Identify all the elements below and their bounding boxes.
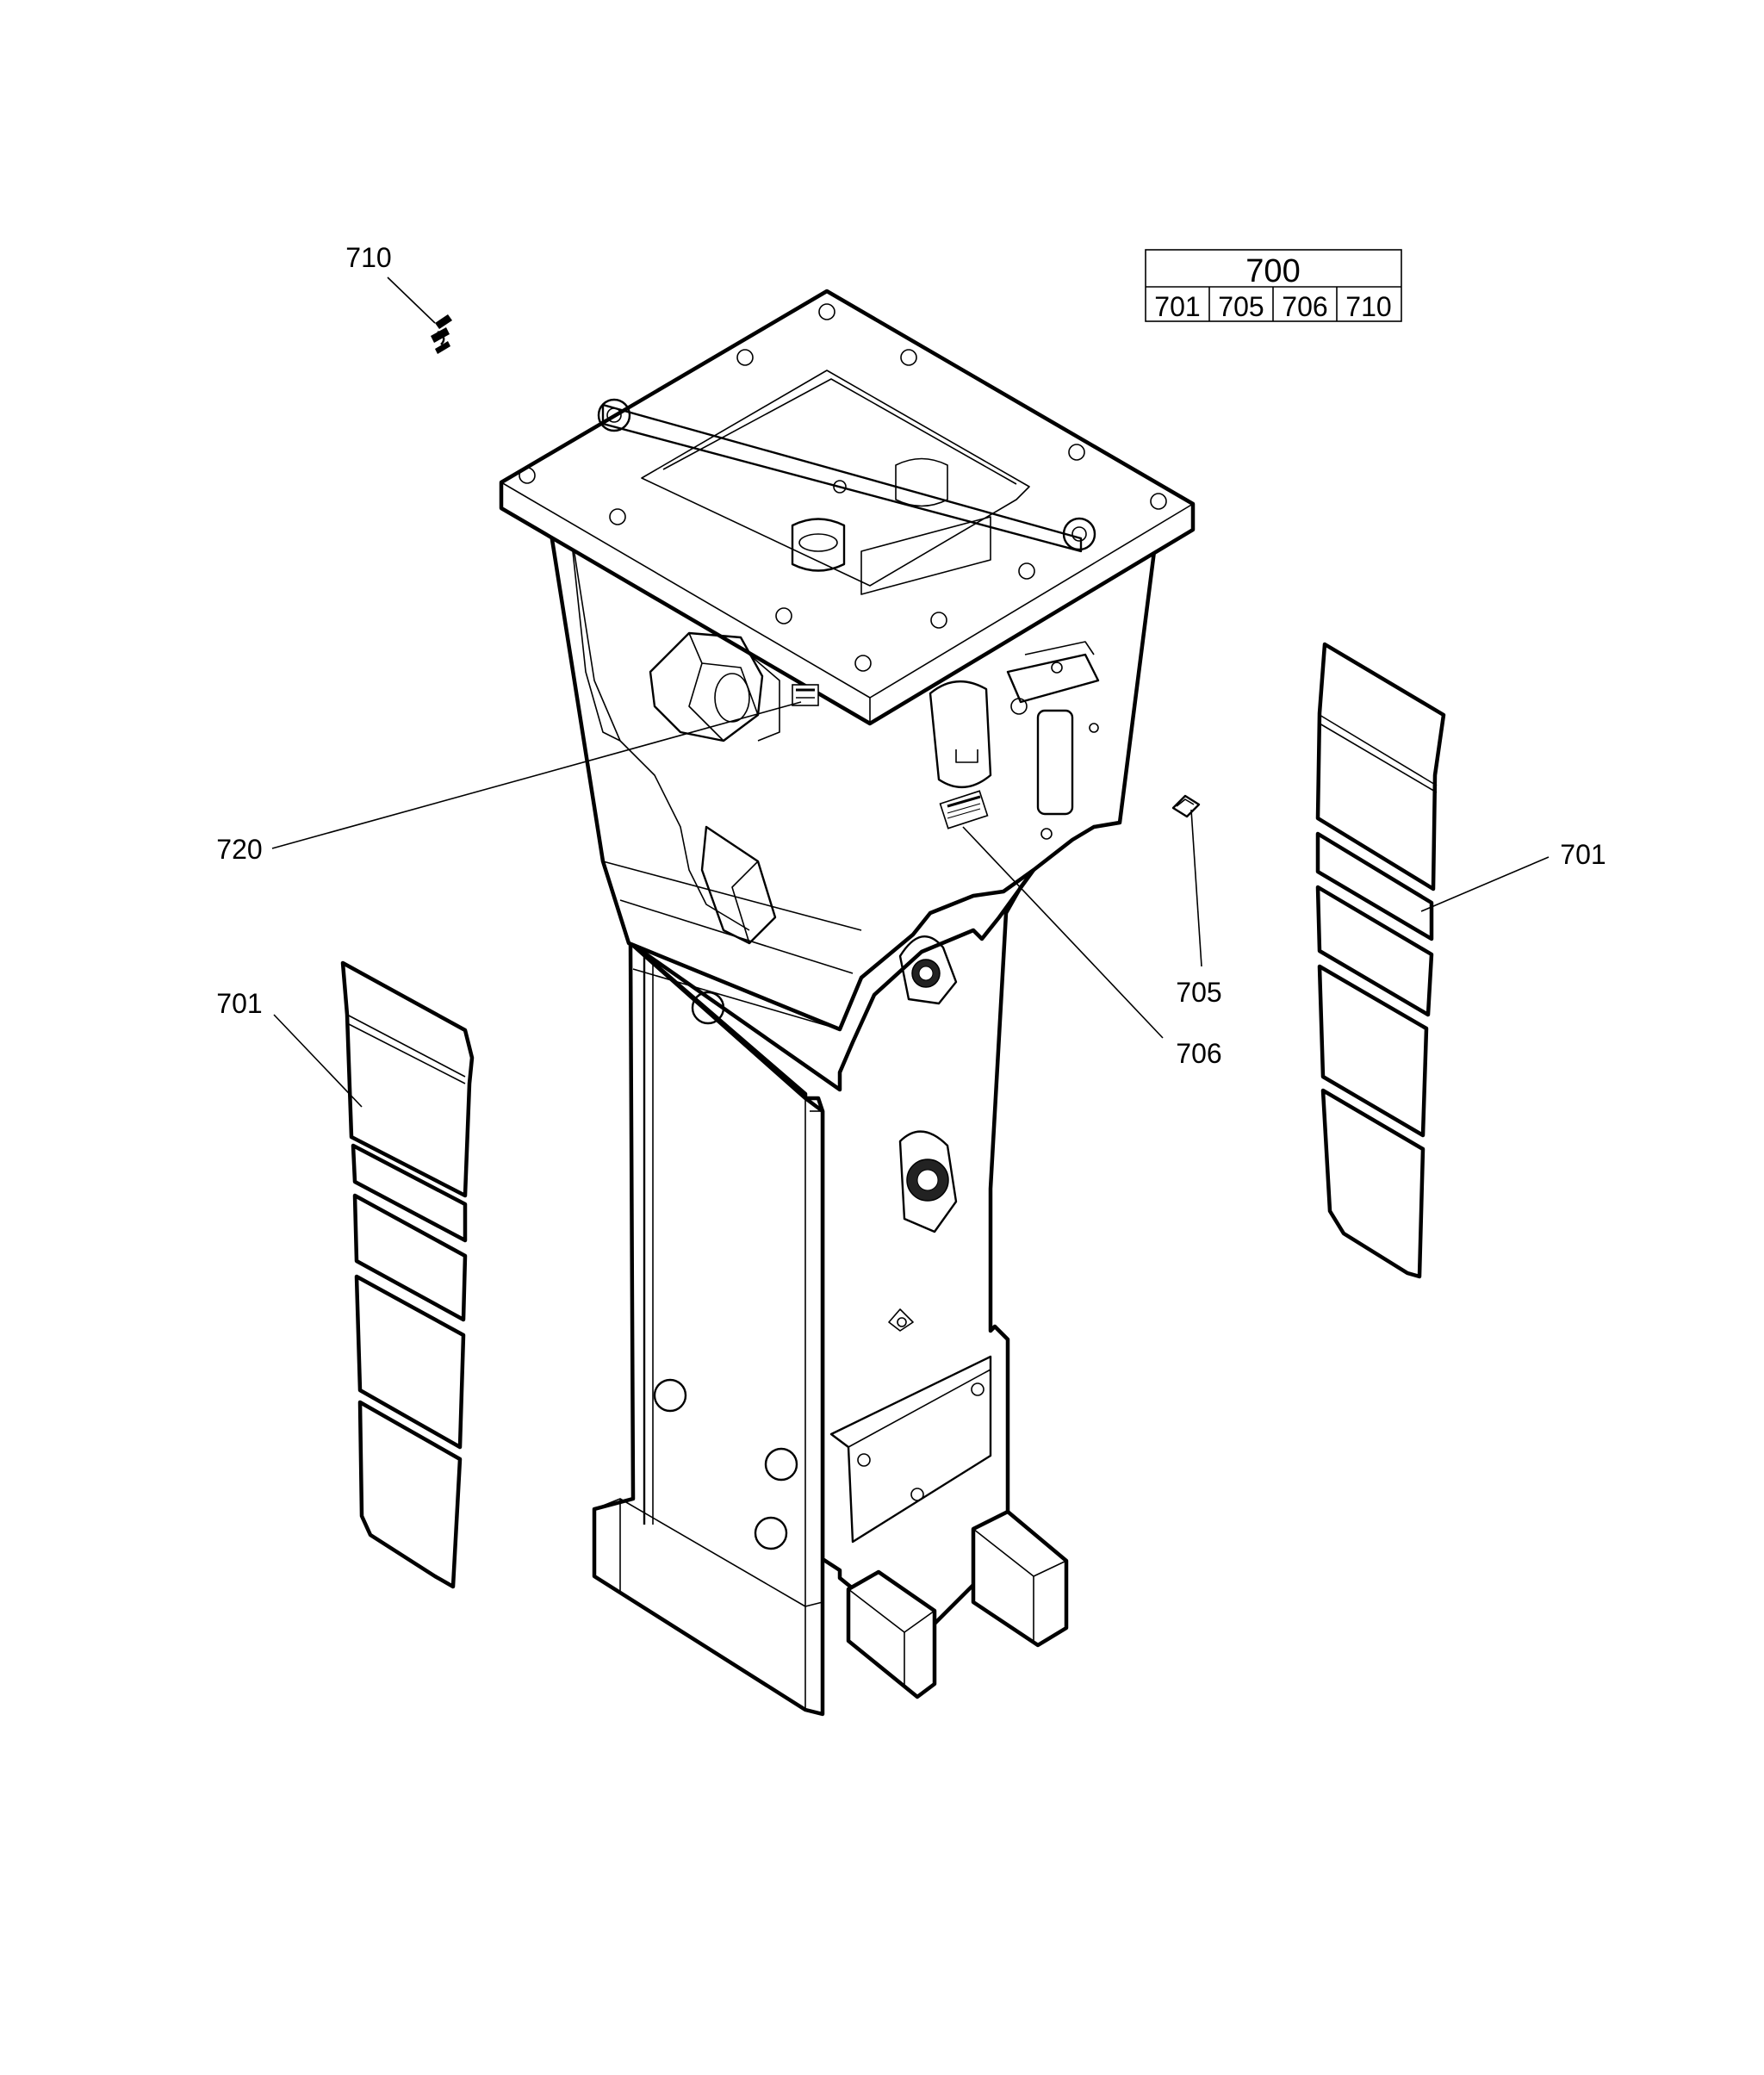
label-720 bbox=[792, 684, 819, 706]
data-plate-706 bbox=[939, 790, 989, 829]
table-header-kit-number: 700 bbox=[1245, 253, 1300, 289]
callout-710: 710 bbox=[345, 242, 391, 273]
part-705-clip bbox=[1171, 794, 1201, 818]
callout-720: 720 bbox=[216, 834, 262, 865]
parts-kit-table: 700 701 705 706 710 bbox=[1145, 249, 1402, 322]
callout-701-right: 701 bbox=[1560, 839, 1606, 870]
side-port-upper bbox=[898, 935, 958, 1005]
breaker-housing bbox=[499, 289, 1196, 1717]
decal-set-701-left bbox=[340, 960, 475, 1589]
callout-705: 705 bbox=[1176, 977, 1221, 1008]
table-cell-705: 705 bbox=[1218, 291, 1264, 322]
callouts: 710 720 701 701 705 706 bbox=[216, 242, 1606, 1069]
table-cell-710: 710 bbox=[1345, 291, 1391, 322]
callout-706: 706 bbox=[1176, 1038, 1221, 1069]
table-cell-706: 706 bbox=[1282, 291, 1327, 322]
table-cell-701: 701 bbox=[1154, 291, 1200, 322]
callout-701-left: 701 bbox=[216, 988, 262, 1019]
part-710-clip bbox=[431, 314, 452, 354]
decal-set-701-right bbox=[1315, 642, 1446, 1279]
side-port-lower bbox=[898, 1130, 958, 1233]
leader-lines bbox=[271, 276, 1550, 1108]
